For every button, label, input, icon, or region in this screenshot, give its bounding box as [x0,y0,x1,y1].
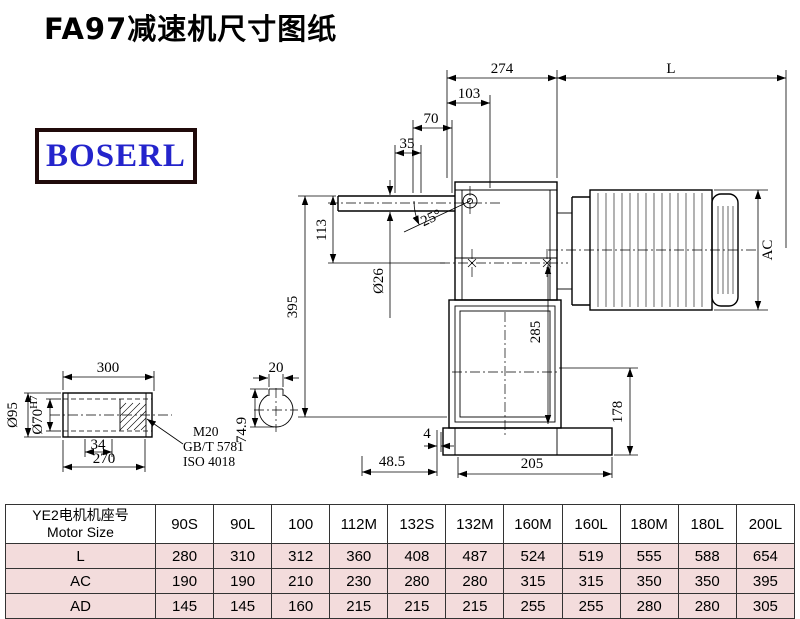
dimensions-shaft-detail: 300 Ø95 Ø70H7 34 270 M20 GB/T 5781 ISO 4… [5,360,244,472]
dim-dia26-label: Ø26 [371,268,387,294]
dim-L-label: L [666,61,675,77]
dim-113-label: 113 [314,219,330,241]
size-header-cell: 132M [445,504,505,544]
value-cell: 255 [561,593,621,619]
value-cell: 350 [677,568,737,594]
size-header-cell: 160M [503,504,563,544]
dim-angle-label: 25° [418,207,444,230]
size-header-cell: 100 [271,504,331,544]
page-title: FA97减速机尺寸图纸 [44,12,338,46]
corner-line2: Motor Size [47,524,114,540]
value-cell: 315 [561,568,621,594]
dim-285-label: 285 [528,321,544,344]
dim-395-label: 395 [285,296,301,319]
dim-274-label: 274 [491,61,514,77]
dim-205-label: 205 [521,456,544,472]
value-cell: 555 [619,543,679,569]
value-cell: 654 [735,543,796,569]
row-label-cell: L [5,543,156,569]
value-cell: 215 [329,593,389,619]
value-cell: 160 [271,593,331,619]
input-shaft [328,195,502,212]
brand-logo: BOSERL [35,128,197,184]
motor-size-table: YE2电机机座号 Motor Size 90S 90L 100 112M 132… [5,504,796,619]
angle-construction: 25° [403,200,471,233]
value-cell: 588 [677,543,737,569]
top-bolt-hole [462,186,478,217]
dim-dia95-label: Ø95 [5,402,21,428]
dim-178-label: 178 [610,401,626,424]
dim-74-9-label: 74.9 [234,417,250,443]
table-row-AC: AC 190 190 210 230 280 280 315 315 350 3… [5,568,796,594]
value-cell: 230 [329,568,389,594]
value-cell: 280 [619,593,679,619]
row-label-cell: AC [5,568,156,594]
value-cell: 190 [213,568,273,594]
dim-20-label: 20 [269,360,284,376]
motor [548,189,756,311]
gearbox-body [442,181,613,456]
table-header-row: YE2电机机座号 Motor Size 90S 90L 100 112M 132… [5,504,796,544]
table-row-L: L 280 310 312 360 408 487 524 519 555 58… [5,543,796,569]
value-cell: 350 [619,568,679,594]
value-cell: 310 [213,543,273,569]
value-cell: 315 [503,568,563,594]
size-header-cell: 180M [619,504,679,544]
note-standard1-label: GB/T 5781 [183,439,244,454]
dim-dia70h7-label: Ø70H7 [28,395,46,435]
value-cell: 210 [271,568,331,594]
dim-300-label: 300 [97,360,120,376]
corner-line1: YE2电机机座号 [32,507,129,523]
center-marks [440,249,568,437]
dimensions-main-view: 274 L 103 70 35 395 113 Ø26 285 AC 178 [285,61,787,478]
size-header-cell: 200L [735,504,796,544]
dim-103-label: 103 [458,86,481,102]
value-cell: 145 [213,593,273,619]
brand-logo-text: BOSERL [46,137,186,174]
size-header-cell: 90S [154,504,215,544]
size-header-cell: 132S [387,504,447,544]
size-header-cell: 160L [561,504,621,544]
table-row-AD: AD 145 145 160 215 215 215 255 255 280 2… [5,593,796,619]
value-cell: 145 [154,593,215,619]
size-header-cell: 180L [677,504,737,544]
value-cell: 408 [387,543,447,569]
value-cell: 524 [503,543,563,569]
value-cell: 519 [561,543,621,569]
value-cell: 395 [735,568,796,594]
value-cell: 280 [154,543,215,569]
value-cell: 280 [387,568,447,594]
value-cell: 215 [445,593,505,619]
size-header-cell: 112M [329,504,389,544]
dim-70-label: 70 [424,111,439,127]
value-cell: 255 [503,593,563,619]
dim-48-5-label: 48.5 [379,454,405,470]
size-header-cell: 90L [213,504,273,544]
note-standard2-label: ISO 4018 [183,454,235,469]
dim-AC-label: AC [760,240,776,261]
dim-270-label: 270 [93,451,116,467]
dimension-drawing: 25° [5,61,787,478]
keyway-section-detail: 20 74.9 [234,360,299,443]
note-thread-label: M20 [193,424,219,439]
value-cell: 312 [271,543,331,569]
dim-34-label: 34 [91,437,107,453]
value-cell: 280 [677,593,737,619]
dim-35-label: 35 [400,136,415,152]
value-cell: 487 [445,543,505,569]
shaft-detail-view [50,392,172,438]
table-corner-cell: YE2电机机座号 Motor Size [5,504,156,544]
dim-4-label: 4 [423,426,431,442]
value-cell: 190 [154,568,215,594]
row-label-cell: AD [5,593,156,619]
value-cell: 215 [387,593,447,619]
value-cell: 305 [735,593,796,619]
value-cell: 280 [445,568,505,594]
value-cell: 360 [329,543,389,569]
